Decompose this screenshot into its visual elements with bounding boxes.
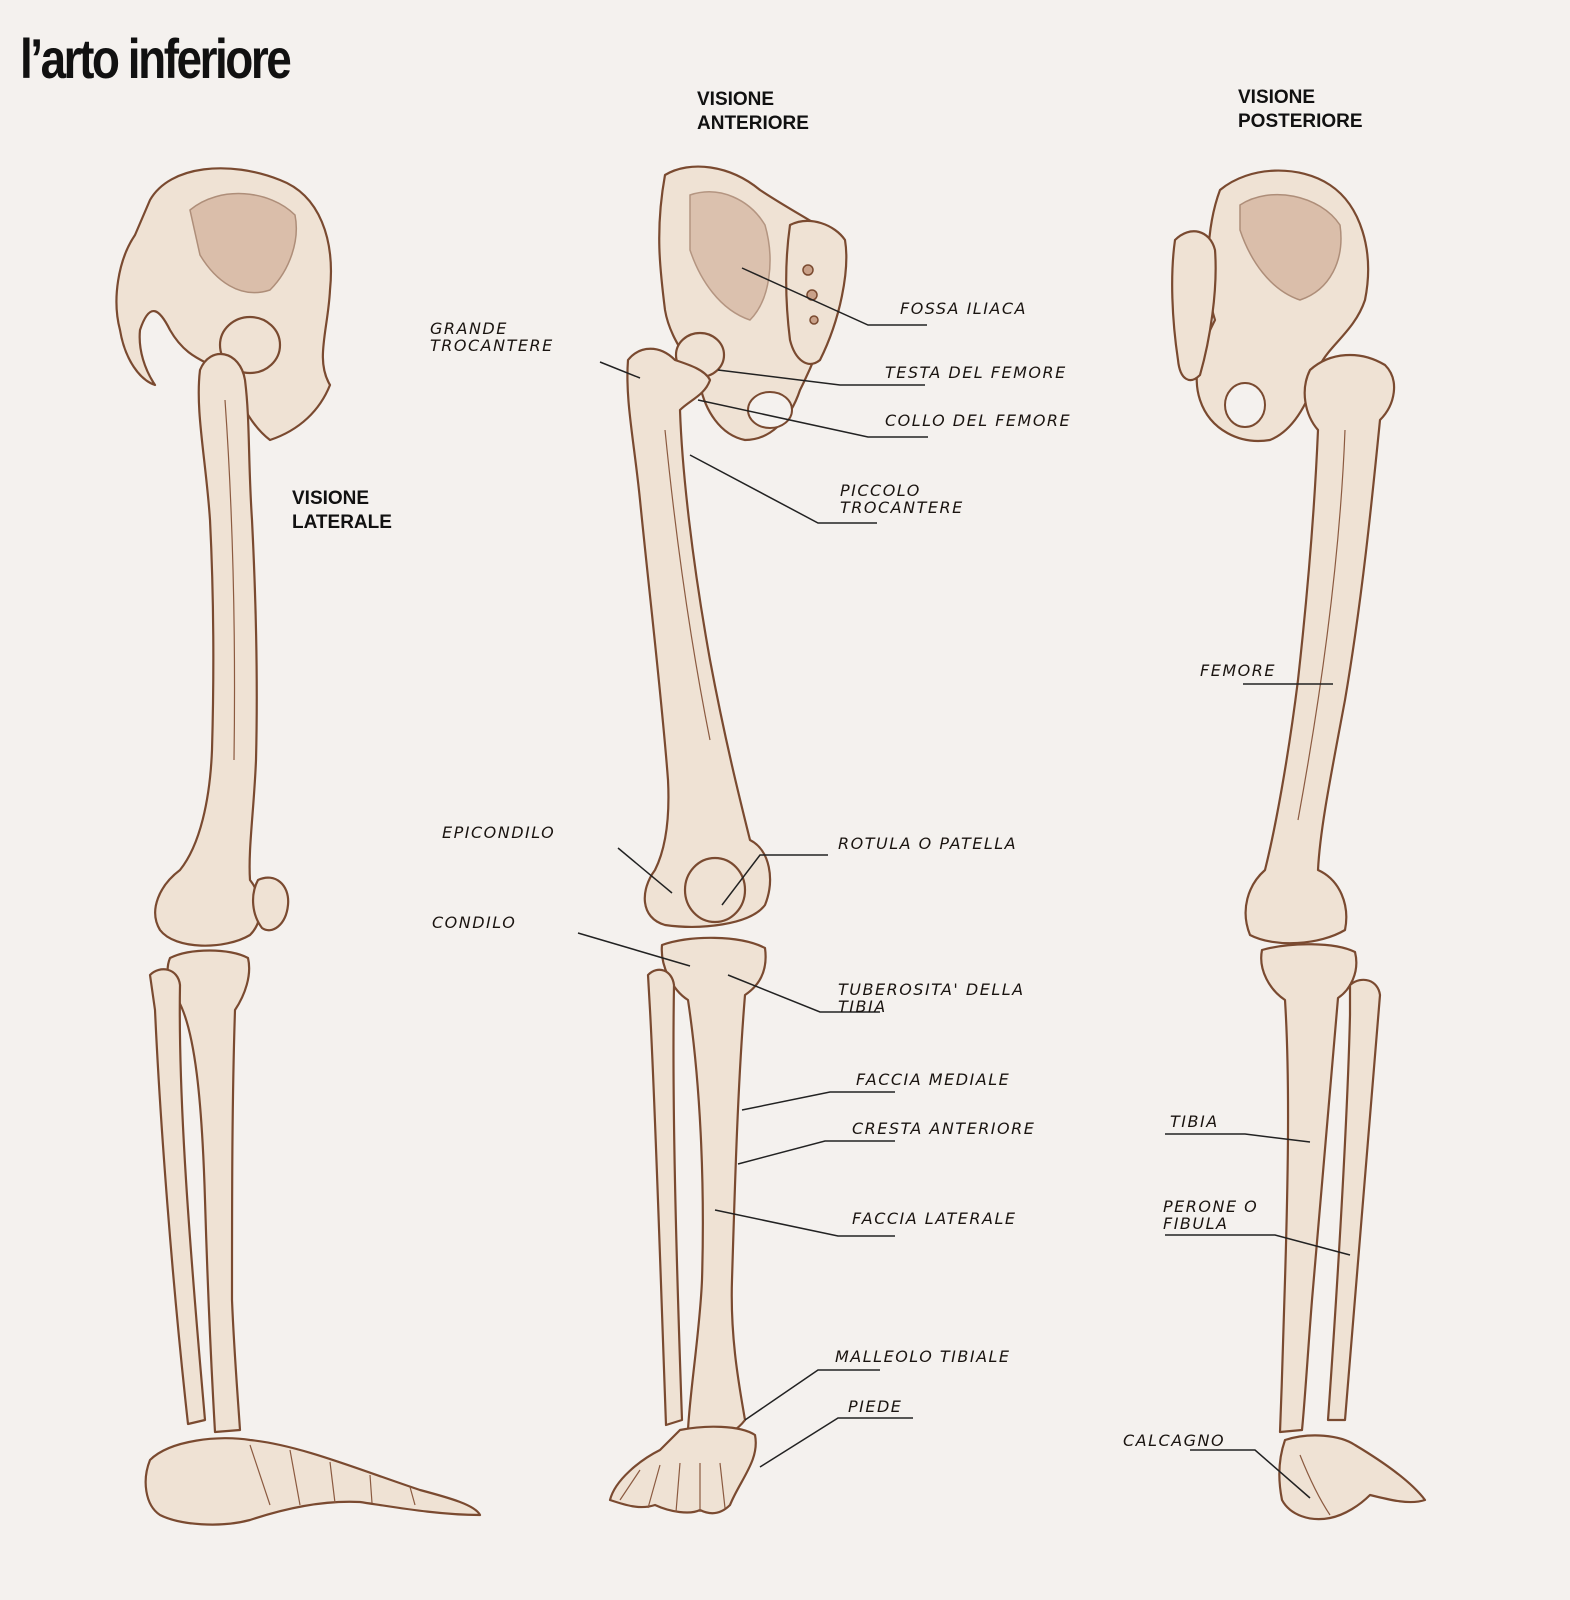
posterior-leg xyxy=(1171,169,1427,1521)
label-line: TIBIA xyxy=(838,997,887,1016)
lateral-fibula xyxy=(148,968,207,1426)
posterior-foot xyxy=(1278,1434,1427,1521)
view-label-line: VISIONE xyxy=(697,89,775,110)
leader-lines xyxy=(577,267,1351,1499)
label-line: TROCANTERE xyxy=(430,336,554,355)
view-label-line: POSTERIORE xyxy=(1238,111,1363,132)
label-line: GRANDE xyxy=(430,319,508,338)
label-line: TUBEROSITA' DELLA xyxy=(838,980,1025,999)
lateral-foot xyxy=(144,1437,482,1526)
label-femore: FEMORE xyxy=(1200,661,1276,680)
label-collo-femore: COLLO DEL FEMORE xyxy=(885,411,1072,430)
obturator-foramen xyxy=(747,391,793,429)
lateral-leg xyxy=(115,167,482,1526)
lateral-femur xyxy=(154,352,262,947)
view-label-anterior: VISIONE ANTERIORE xyxy=(697,88,809,136)
label-tibia: TIBIA xyxy=(1170,1112,1219,1131)
anterior-patella xyxy=(683,856,747,924)
label-condilo: CONDILO xyxy=(432,913,517,932)
view-label-line: VISIONE xyxy=(292,488,370,509)
lateral-tibia xyxy=(166,949,251,1434)
lateral-patella xyxy=(252,876,290,932)
view-label-line: LATERALE xyxy=(292,512,392,533)
label-malleolo: MALLEOLO TIBIALE xyxy=(835,1347,1011,1366)
label-testa-femore: TESTA DEL FEMORE xyxy=(885,363,1067,382)
view-label-line: VISIONE xyxy=(1238,87,1316,108)
label-line: TROCANTERE xyxy=(840,498,964,517)
posterior-femur xyxy=(1244,353,1396,945)
label-cresta-anteriore: CRESTA ANTERIORE xyxy=(852,1119,1036,1138)
label-calcagno: CALCAGNO xyxy=(1123,1431,1226,1450)
label-grande-trocantere: GRANDE TROCANTERE xyxy=(430,320,554,354)
label-faccia-mediale: FACCIA MEDIALE xyxy=(856,1070,1011,1089)
label-faccia-laterale: FACCIA LATERALE xyxy=(852,1209,1017,1228)
anterior-femur xyxy=(626,347,772,928)
label-piccolo-trocantere: PICCOLO TROCANTERE xyxy=(840,482,964,516)
label-line: FIBULA xyxy=(1163,1214,1229,1233)
label-tuberosita: TUBEROSITA' DELLA TIBIA xyxy=(838,981,1025,1015)
label-perone: PERONE O FIBULA xyxy=(1163,1198,1258,1232)
view-label-posterior: VISIONE POSTERIORE xyxy=(1238,86,1363,134)
posterior-tibia xyxy=(1260,943,1358,1434)
view-label-line: ANTERIORE xyxy=(697,113,809,134)
label-piede: PIEDE xyxy=(848,1397,903,1416)
label-line: PERONE O xyxy=(1163,1197,1259,1216)
page-title: l’arto inferiore xyxy=(20,27,292,90)
posterior-fibula xyxy=(1326,978,1382,1422)
view-label-lateral: VISIONE LATERALE xyxy=(292,487,392,535)
label-fossa-iliaca: FOSSA ILIACA xyxy=(900,299,1027,318)
anterior-foot xyxy=(608,1425,757,1515)
anterior-fibula xyxy=(646,968,684,1427)
posterior-sacrum xyxy=(1171,230,1217,382)
label-epicondilo: EPICONDILO xyxy=(442,823,556,842)
anterior-leg xyxy=(608,165,848,1515)
label-rotula: ROTULA O PATELLA xyxy=(838,834,1018,853)
label-line: PICCOLO xyxy=(840,481,921,500)
